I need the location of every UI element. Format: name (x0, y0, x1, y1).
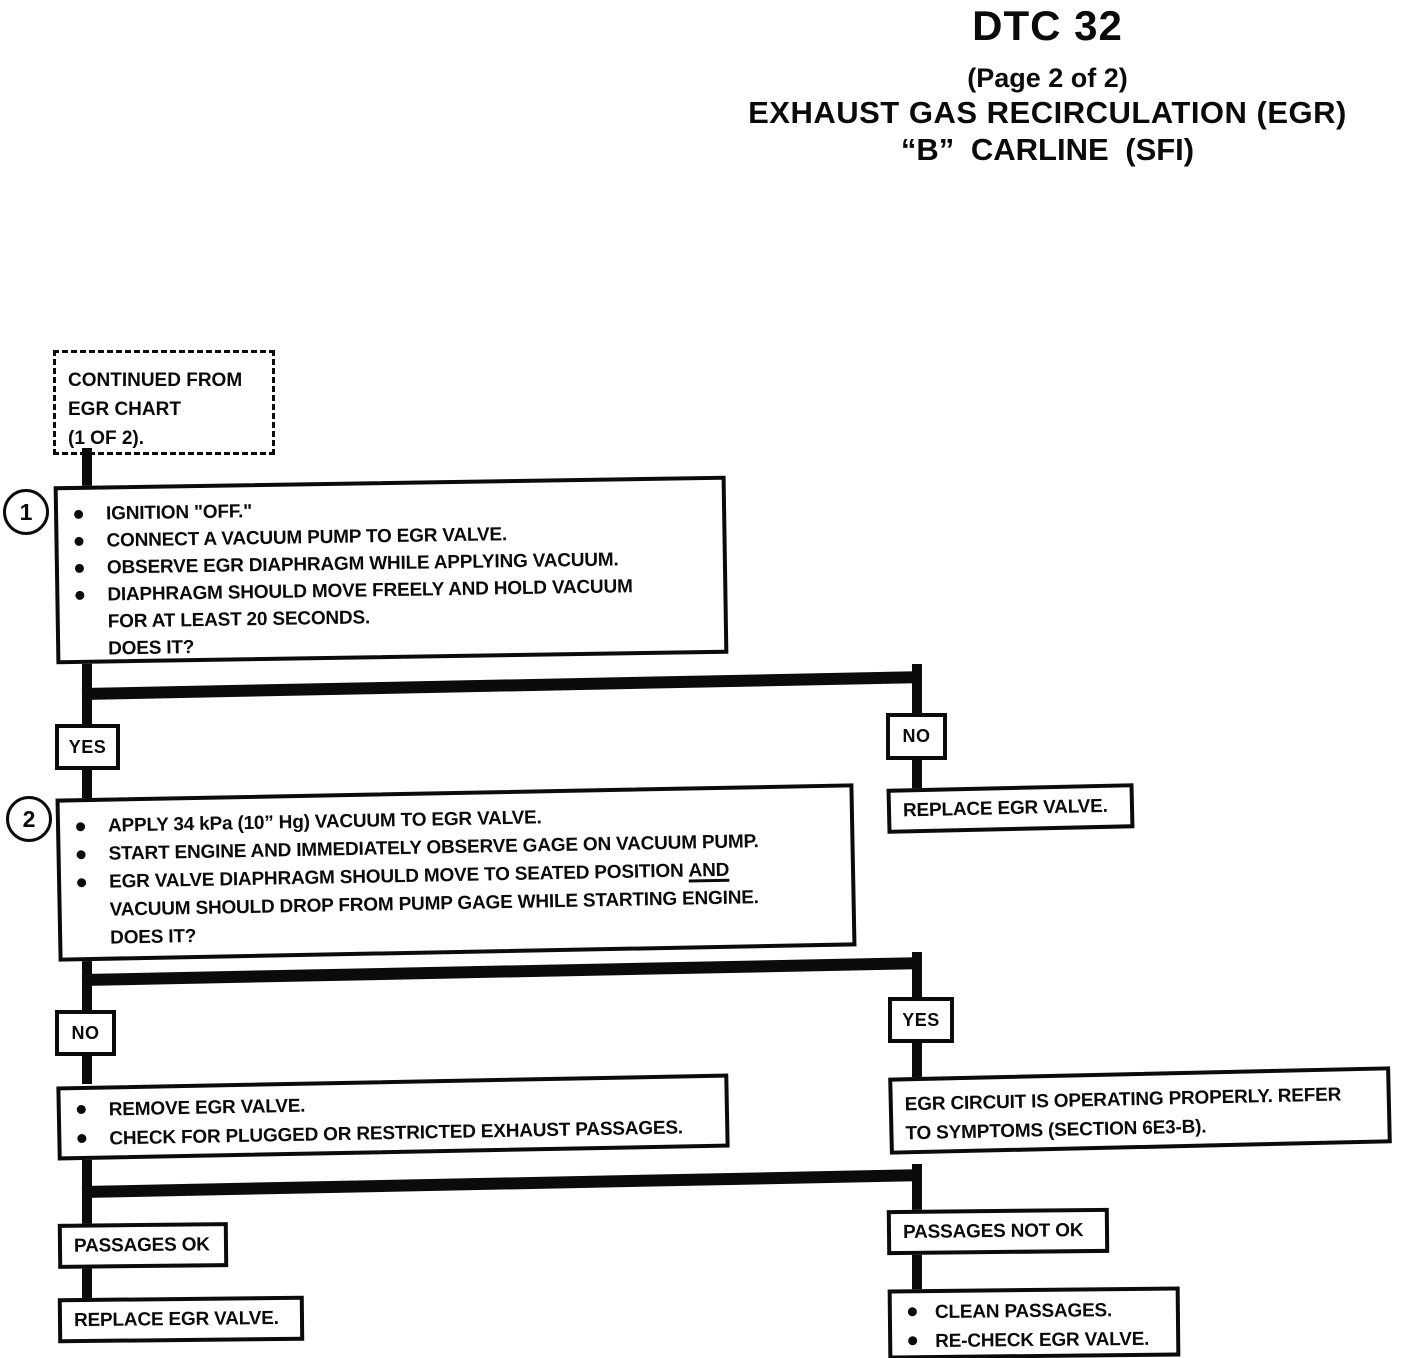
clean-bullet-2: RE-CHECK EGR VALVE. (935, 1328, 1150, 1353)
replace-egr-valve-bottom-text: REPLACE EGR VALVE. (73, 1307, 279, 1331)
decision2-no-label: NO (71, 1022, 100, 1043)
continued-from-box: CONTINUED FROM EGR CHART (1 OF 2). (53, 350, 275, 455)
step1-box: IGNITION "OFF." CONNECT A VACUUM PUMP TO… (53, 475, 729, 665)
connector-branch2-to-yes (912, 952, 922, 1004)
bullet-icon (74, 563, 85, 573)
decision2-yes-box: YES (888, 997, 954, 1043)
egr-circuit-ok-box: EGR CIRCUIT IS OPERATING PROPERLY. REFER… (888, 1066, 1392, 1155)
decision2-no-box: NO (55, 1010, 116, 1056)
step1-bullet-1: IGNITION "OFF." (105, 501, 253, 525)
connector-yes-to-step2 (82, 766, 92, 798)
continued-line-2: EGR CHART (68, 399, 181, 420)
replace-egr-valve-box-top: REPLACE EGR VALVE. (886, 783, 1135, 834)
step1-question: DOES IT? (108, 637, 195, 660)
connector-passages-ok-to-replace (82, 1264, 92, 1300)
step1-bullet-4-continued: FOR AT LEAST 20 SECONDS. (107, 607, 371, 633)
bullet-icon (76, 1104, 86, 1115)
replace-egr-valve-text: REPLACE EGR VALVE. (902, 795, 1108, 821)
passages-ok-box: PASSAGES OK (57, 1222, 229, 1269)
title-dtc-code: DTC 32 (972, 2, 1123, 49)
decision1-no-label: NO (902, 726, 931, 746)
title-carline: “B” CARLINE (SFI) (900, 132, 1195, 167)
replace-egr-valve-box-bottom: REPLACE EGR VALVE. (57, 1295, 305, 1344)
connector-branch-3 (81, 1169, 922, 1198)
passages-not-ok-box: PASSAGES NOT OK (886, 1207, 1110, 1256)
step2-box: APPLY 34 kPa (10” Hg) VACUUM TO EGR VALV… (55, 783, 857, 962)
connector-no-to-step3 (82, 1052, 92, 1084)
connector-branch1-to-no (912, 664, 922, 718)
clean-bullet-1: CLEAN PASSAGES. (934, 1300, 1113, 1324)
connector-branch-1 (81, 671, 922, 700)
decision1-yes-label: YES (68, 736, 107, 757)
step-number-1: 1 (19, 498, 33, 525)
step-number-2: 2 (22, 805, 36, 832)
clean-passages-box: CLEAN PASSAGES. RE-CHECK EGR VALVE. (887, 1286, 1181, 1358)
connector-branch3-to-not-ok (912, 1164, 922, 1214)
decision2-yes-label: YES (902, 1009, 940, 1030)
connector-continued-to-step1 (82, 448, 92, 486)
bullet-icon (75, 590, 85, 600)
bullet-icon (907, 1307, 917, 1317)
egr-ok-line-2: TO SYMPTOMS (SECTION 6E3-B). (905, 1116, 1207, 1145)
bullet-icon (908, 1336, 918, 1346)
title-system-name: EXHAUST GAS RECIRCULATION (EGR) (748, 95, 1347, 130)
connector-not-ok-to-clean (912, 1250, 922, 1292)
bullet-icon (74, 509, 84, 519)
bullet-icon (77, 1133, 87, 1144)
continued-line-3: (1 OF 2). (68, 428, 145, 449)
passages-ok-label: PASSAGES OK (73, 1233, 210, 1257)
step-number-1-badge: 1 (3, 489, 49, 535)
page-title: DTC 32 (Page 2 of 2) EXHAUST GAS RECIRCU… (690, 0, 1405, 168)
step3-box: REMOVE EGR VALVE. CHECK FOR PLUGGED OR R… (56, 1073, 730, 1161)
step2-question: DOES IT? (109, 926, 197, 949)
continued-line-1: CONTINUED FROM (68, 370, 243, 391)
decision1-no-box: NO (886, 713, 947, 760)
bullet-icon (74, 536, 84, 546)
passages-not-ok-label: PASSAGES NOT OK (902, 1219, 1084, 1243)
step3-bullet-1: REMOVE EGR VALVE. (108, 1095, 306, 1121)
bullet-icon (77, 878, 87, 888)
connector-branch-2 (81, 957, 922, 986)
bullet-icon (76, 850, 86, 860)
connector-yes-to-result (912, 1041, 922, 1077)
title-page-number: (Page 2 of 2) (967, 63, 1128, 93)
decision1-yes-box: YES (55, 724, 120, 770)
step2-bullet-3-underlined: AND (688, 859, 730, 882)
step-number-2-badge: 2 (6, 796, 52, 842)
connector-no-to-replace (912, 756, 922, 792)
bullet-icon (75, 822, 86, 832)
